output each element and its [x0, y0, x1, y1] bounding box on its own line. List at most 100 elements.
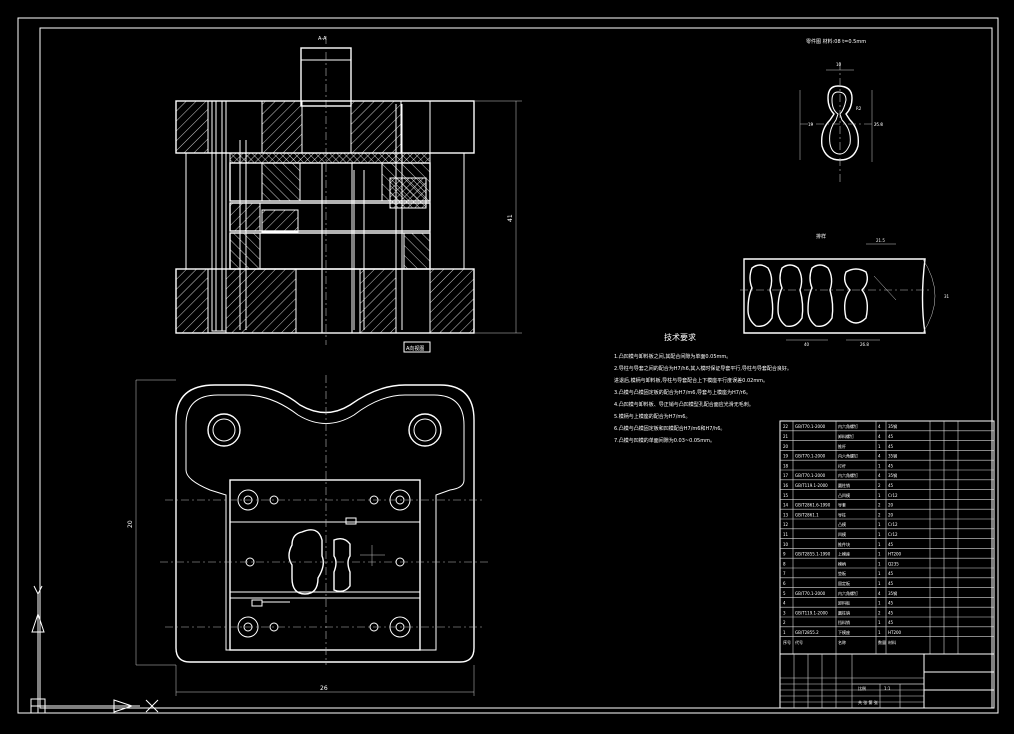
bom-cell-mat: 45 — [888, 434, 894, 439]
bom-cell-no: 12 — [783, 522, 789, 527]
bom-cell-qty: 1 — [878, 542, 881, 547]
bom-cell-name: 凸凹模 — [838, 492, 850, 498]
bom-cell-name: 打杆 — [838, 462, 846, 468]
bom-cell-mat: 45 — [888, 601, 894, 606]
part-dim-height: 25.8 — [874, 122, 883, 127]
bom-cell-code: GB/T70.1-2000 — [795, 424, 826, 429]
sheet-label: 共 张 第 张 — [858, 699, 878, 705]
die-cavity — [288, 529, 325, 595]
scale-label: 比例 — [858, 685, 866, 691]
title-block-frame — [779, 653, 995, 709]
bom-cell-qty: 1 — [878, 620, 881, 625]
notes-title: 技术要求 — [664, 332, 696, 342]
punch-cavity — [333, 537, 351, 593]
front-height-dim: 41 — [507, 214, 514, 222]
backing-plate — [229, 152, 431, 164]
bom-cell-qty: 1 — [878, 552, 881, 557]
bom-cell-qty: 1 — [878, 601, 881, 606]
bom-cell-code: GB/T119.1-2000 — [795, 483, 828, 488]
bom-cell-no: 20 — [783, 444, 789, 449]
bom-cell-name: 圆柱销 — [838, 482, 850, 488]
notes-line: 1.凸凹模与卸料板之间,其配合间隙为单面0.05mm。 — [614, 353, 731, 360]
inner-frame — [39, 27, 993, 709]
strip-layout: 排样 21.5 40 26.8 31 — [740, 233, 950, 347]
guide-post-hole-left — [207, 413, 241, 447]
bom-cell-no: 8 — [783, 561, 786, 566]
bom-cell-qty: 4 — [878, 424, 881, 429]
notes-line: 7.凸模与凹模的单面间隙为0.03~0.05mm。 — [614, 437, 715, 444]
notes-line: 3.凸模与凸模固定板的配合为H7/m6,导套与上模座为H7/r6。 — [614, 389, 751, 396]
bom-cell-qty: 1 — [878, 532, 881, 537]
bom-cell-mat: Cr12 — [888, 532, 898, 537]
bom-cell-code: GB/T70.1-2000 — [795, 454, 826, 459]
bom-cell-name: 垫板 — [838, 570, 846, 576]
bom-cell-name: 推件块 — [838, 541, 850, 547]
bom-cell-no: 10 — [783, 542, 789, 547]
bom-cell-qty: 4 — [878, 434, 881, 439]
bom-cell-mat: 35钢 — [888, 423, 897, 429]
notes-line: 2.导柱与导套之间的配合为H7/h6,其入模时保证导套平行,导柱与导套配合良好。 — [614, 365, 792, 372]
bom-cell-no: 7 — [783, 571, 786, 576]
title-block: 比例 1:1 共 张 第 张 — [779, 653, 995, 709]
bom-cell-name: 挡料销 — [838, 619, 850, 625]
bom-cell-name: 内六角螺钉 — [838, 423, 858, 429]
bom-cell-name: 导柱 — [838, 511, 846, 517]
bom-cell-qty: 4 — [878, 454, 881, 459]
bom-cell-name: 推杆 — [838, 443, 846, 449]
bom-cell-qty: 1 — [878, 571, 881, 576]
bom-cell-name: 凹模 — [838, 531, 846, 537]
bom-cell-no: 1 — [783, 630, 786, 635]
bom-cell-no: 19 — [783, 454, 789, 459]
ucs-x-label — [145, 699, 159, 713]
bom-cell-mat: HT200 — [888, 552, 902, 557]
bom-cell-qty: 1 — [878, 630, 881, 635]
bom-cell-no: 15 — [783, 493, 789, 498]
bom-cell-mat: 45 — [888, 581, 894, 586]
strip-label: 排样 — [816, 233, 826, 240]
bom-cell-mat: HT200 — [888, 630, 902, 635]
bom-cell-no: 11 — [783, 532, 789, 537]
ucs-y-label — [33, 585, 43, 600]
bom-cell-no: 6 — [783, 581, 786, 586]
bom-cell-qty: 1 — [878, 581, 881, 586]
bom-cell-mat: 45 — [888, 542, 894, 547]
bom-cell-no: 9 — [783, 552, 786, 557]
technical-notes: 技术要求 1.凸凹模与卸料板之间,其配合间隙为单面0.05mm。 2.导柱与导套… — [614, 332, 792, 444]
bom-header-code: 代号 — [795, 639, 803, 645]
bom-cell-code: GB/T70.1-2000 — [795, 473, 826, 478]
bom-cell-code: GB/T119.1-2000 — [795, 610, 828, 615]
bom-cell-name: 固定板 — [838, 580, 850, 586]
strip-dim-step: 21.5 — [876, 238, 885, 243]
bom-cell-mat: Cr12 — [888, 522, 898, 527]
plan-view: 20 26 — [127, 375, 490, 696]
bom-cell-mat: 35钢 — [888, 453, 897, 459]
bom-cell-code: GB/T2855.1-1990 — [795, 552, 831, 557]
bom-cell-mat: 35钢 — [888, 472, 897, 478]
part-dim-width: 10 — [836, 62, 842, 67]
bom-cell-mat: Q235 — [888, 561, 899, 566]
scale-value: 1:1 — [884, 686, 891, 691]
guide-post-right — [429, 152, 465, 270]
bom-cell-name: 圆柱销 — [838, 609, 850, 615]
bom-cell-mat: 45 — [888, 610, 894, 615]
bom-cell-qty: 2 — [878, 512, 881, 517]
bom-cell-mat: Cr12 — [888, 493, 898, 498]
bom-cell-name: 内六角螺钉 — [838, 590, 858, 596]
bom-cell-qty: 1 — [878, 522, 881, 527]
ucs-axis-icon — [30, 585, 159, 714]
guide-post-hole-right — [408, 413, 442, 447]
bom-cell-qty: 1 — [878, 493, 881, 498]
section-mark: A-A — [318, 36, 327, 42]
notes-line: 进退后,模柄与卸料板,导柱与导套配合上下模座平行度误差0.02mm。 — [614, 377, 768, 384]
bom-cell-qty: 1 — [878, 561, 881, 566]
bom-cell-mat: 45 — [888, 571, 894, 576]
bom-cell-qty: 4 — [878, 473, 881, 478]
part-drawing: 零件图 材料:08 t=0.5mm 10 R2 25.8 19 — [799, 38, 883, 185]
bom-cell-no: 2 — [783, 620, 786, 625]
notes-line: 4.凸凹模与卸料板、导正销与凸凹模型孔配合面应光滑无毛刺。 — [614, 401, 754, 408]
lower-die-base — [175, 268, 475, 334]
bom-cell-mat: 20 — [888, 503, 894, 508]
bom-header-no: 序号 — [783, 639, 791, 645]
bom-cell-name: 内六角螺钉 — [838, 453, 858, 459]
